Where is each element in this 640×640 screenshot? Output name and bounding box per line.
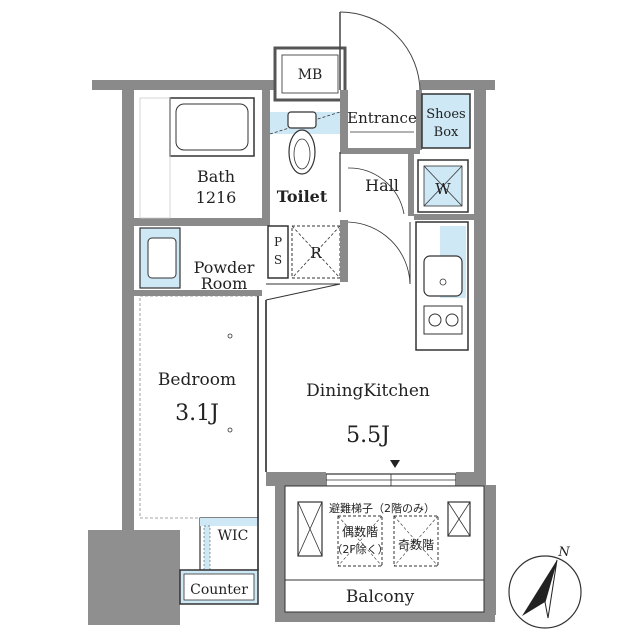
shoes-box-label-1: Shoes (426, 107, 465, 122)
balcony-window[interactable] (325, 473, 457, 487)
hall-label: Hall (365, 176, 399, 195)
washer: W (417, 159, 469, 213)
pipe-space: P S (267, 225, 289, 279)
north-label: N (557, 545, 570, 560)
powder-label-2: Room (201, 274, 247, 293)
dining-kitchen: DiningKitchen 5.5J (265, 300, 430, 472)
shoes-box: Shoes Box (421, 93, 471, 149)
escape-ladder-label: 避難梯子（2階のみ） (329, 501, 435, 515)
balcony-label: Balcony (346, 587, 415, 607)
entry-arrow-icon (390, 460, 400, 468)
ps-label-1: P (274, 235, 282, 249)
entrance-door[interactable] (339, 11, 421, 95)
washer-label: W (435, 180, 451, 198)
outside-block (88, 530, 180, 625)
bedroom: Bedroom 3.1J (139, 295, 259, 519)
toilet: Toilet (269, 111, 341, 212)
powder-room: Powder Room (139, 227, 341, 301)
counter-label: Counter (190, 582, 248, 598)
entrance-label: Entrance (347, 109, 417, 127)
ps-label-2: S (274, 253, 282, 267)
toilet-label: Toilet (277, 187, 328, 206)
mb-label: MB (298, 67, 323, 83)
toilet-bowl-icon (288, 129, 316, 175)
stove-icon (423, 305, 463, 335)
entrance-area: Entrance (347, 109, 417, 133)
sink-icon (423, 255, 463, 297)
refrigerator-space: R (291, 220, 348, 282)
bath-label-1: Bath (197, 167, 235, 186)
counter: Counter (179, 569, 259, 605)
exterior-walls (92, 80, 496, 622)
mb-box: MB (273, 46, 347, 102)
even-floors-label-2: （2F除く） (331, 542, 388, 556)
wic: WIC (199, 517, 259, 571)
bath: Bath 1216 (139, 97, 255, 219)
wic-label: WIC (218, 528, 249, 544)
refrigerator-label: R (310, 244, 322, 262)
dining-kitchen-size: 5.5J (346, 423, 390, 448)
hall: Hall (347, 167, 405, 215)
bedroom-label: Bedroom (158, 370, 236, 390)
even-floors-label-1: 偶数階 (342, 524, 378, 539)
north-arrow: N (508, 545, 582, 629)
dining-kitchen-label: DiningKitchen (306, 381, 430, 401)
kitchen-counter (347, 221, 469, 351)
odd-floors-label: 奇数階 (398, 537, 434, 552)
balcony: 避難梯子（2階のみ） 偶数階 （2F除く） 奇数階 Balcony (284, 485, 485, 613)
bedroom-size: 3.1J (175, 401, 219, 426)
powder-label-1: Powder (194, 258, 255, 277)
bath-label-2: 1216 (196, 188, 237, 207)
interior-walls (134, 90, 474, 296)
compass-needle-icon (522, 560, 557, 616)
shoes-box-label-2: Box (434, 125, 459, 140)
